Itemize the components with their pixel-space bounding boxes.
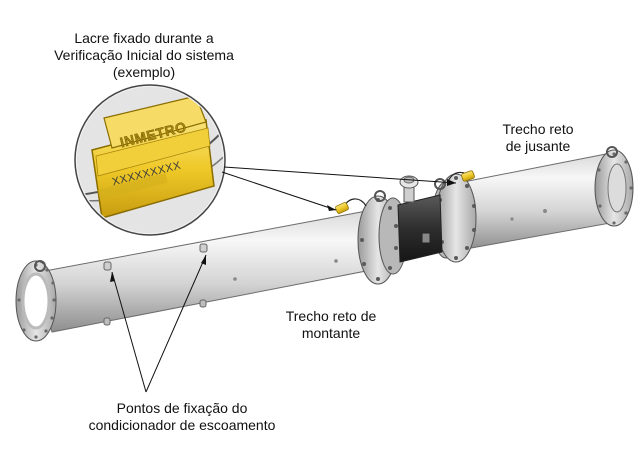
upstream-label-line-1: Trecho reto de — [285, 308, 377, 324]
arrowheads — [110, 179, 456, 282]
lifting-lug — [34, 260, 46, 272]
meter-port — [421, 232, 431, 244]
upstream-pipe — [15, 209, 393, 342]
upstream-label: Trecho reto de montante — [268, 308, 394, 342]
downstream-label-line-1: Trecho reto — [502, 121, 574, 137]
seal-small-left — [335, 198, 367, 214]
downstream-label: Trecho reto de jusante — [488, 121, 588, 155]
seal-closeup — [91, 95, 215, 219]
fixation-label: Pontos de fixação do condicionador de es… — [72, 400, 292, 434]
upstream-label-line-2: montante — [301, 325, 361, 341]
fixation-label-line-1: Pontos de fixação do — [116, 400, 248, 416]
fixation-point-2 — [199, 243, 208, 308]
downstream-label-line-2: de jusante — [505, 138, 571, 154]
fixation-point-1 — [103, 261, 112, 326]
seal-caption: Lacre fixado durante a Verificação Inici… — [30, 30, 258, 81]
downstream-pipe — [447, 146, 634, 251]
seal-small-right — [447, 170, 475, 183]
flow-meter-body — [397, 175, 443, 263]
seal-caption-line-1: Lacre fixado durante a — [74, 30, 214, 46]
leader-lines — [111, 166, 457, 393]
seal-caption-line-2: Verificação Inicial do sistema — [54, 47, 234, 63]
seal-zoom-callout: INMETRO XXXXXXXXX — [74, 84, 226, 236]
leader-fixation-1 — [111, 271, 147, 393]
seal-caption-line-3: (exemplo) — [112, 64, 176, 80]
leader-fixation-2 — [145, 254, 207, 393]
fixation-label-line-2: condicionador de escoamento — [88, 417, 276, 433]
leader-seal-left — [221, 171, 337, 211]
leader-seal-right — [223, 166, 457, 184]
